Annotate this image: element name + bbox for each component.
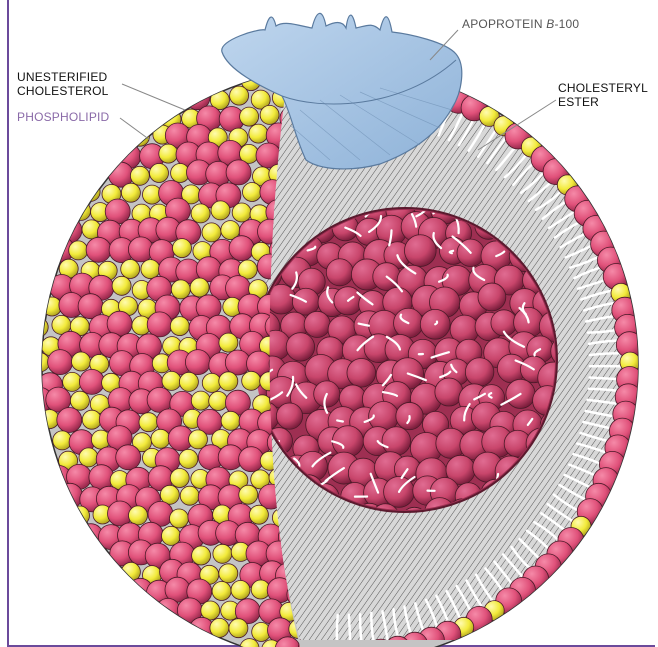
phospholipid-head [48, 350, 73, 375]
cholesterol-molecule [219, 333, 238, 352]
cholesterol-molecule [240, 107, 259, 126]
cholesterol-molecule [170, 469, 189, 488]
phospholipid-head [147, 312, 172, 337]
cholesterol-molecule [173, 239, 192, 258]
cholesterol-molecule [171, 280, 190, 299]
cholesterol-molecule [209, 392, 228, 411]
cholesterol-molecule [190, 278, 209, 297]
cholesterol-molecule [179, 372, 198, 391]
cholesterol-molecule [162, 371, 181, 390]
cholesterol-molecule [170, 317, 189, 336]
ester-molecule [404, 235, 436, 267]
cholesterol-molecule [112, 276, 131, 295]
ester-molecule [304, 311, 330, 337]
cholesterol-molecule [221, 411, 240, 430]
cholesterol-molecule [211, 201, 230, 220]
cholesterol-molecule [202, 373, 221, 392]
cholesterol-molecule [229, 619, 248, 638]
unesterified-cholesterol-label: UNESTERIFIED CHOLESTEROL [17, 70, 109, 98]
cholesterol-molecule [239, 485, 258, 504]
cholesterol-molecule [69, 241, 88, 260]
cholesterol-molecule [141, 260, 160, 279]
cholesterol-molecule [159, 144, 178, 163]
cholesterol-molecule [213, 544, 232, 563]
apoprotein-label: APOPROTEIN B-100 [462, 17, 579, 31]
cholesterol-molecule [249, 124, 268, 143]
phospholipid-label: PHOSPHOLIPID [17, 110, 109, 124]
phospholipid-head [239, 447, 264, 472]
phospholipid-head [58, 483, 83, 508]
cholesterol-molecule [249, 505, 268, 524]
cholesterol-molecule [40, 410, 59, 429]
cholesterol-molecule [129, 506, 148, 525]
ester-molecule [332, 426, 363, 457]
cholesterol-molecule [232, 203, 251, 222]
ester-molecule [276, 403, 302, 429]
phospholipid-head [185, 350, 210, 375]
cholesterol-molecule [82, 410, 101, 429]
ester-molecule [465, 358, 494, 387]
cholesterol-molecule [63, 372, 82, 391]
cholesterol-molecule [170, 509, 189, 528]
cholesterol-molecule [260, 105, 279, 124]
phospholipid-head [57, 408, 82, 433]
cholesterol-molecule [72, 352, 91, 371]
phospholipid-head [79, 369, 104, 394]
cholesterol-molecule [121, 260, 140, 279]
ester-molecule [382, 427, 411, 456]
cholesterol-molecule [180, 486, 199, 505]
cholesteryl-ester-label: CHOLESTERYL ESTER [558, 81, 648, 109]
cholesterol-molecule [219, 564, 238, 583]
cholesterol-molecule [139, 413, 158, 432]
cholesterol-molecule [72, 201, 91, 220]
cholesterol-molecule [202, 223, 221, 242]
phospholipid-head [116, 445, 141, 470]
phospholipid-head [226, 160, 251, 185]
ester-molecule [478, 283, 506, 311]
cholesterol-molecule [242, 371, 261, 390]
cholesterol-molecule [191, 391, 210, 410]
ester-molecule [347, 358, 376, 387]
cholesterol-molecule [31, 353, 50, 372]
cholesterol-molecule [192, 546, 211, 565]
cholesterol-molecule [231, 581, 250, 600]
cholesterol-molecule [79, 448, 98, 467]
cholesterol-molecule [243, 183, 262, 202]
phospholipid-head [86, 237, 111, 262]
cholesterol-molecule [219, 372, 238, 391]
ester-tail [450, 251, 453, 253]
cholesterol-molecule [179, 449, 198, 468]
phospholipid-head [229, 236, 254, 261]
cholesterol-molecule [151, 429, 170, 448]
cholesterol-molecule [191, 204, 210, 223]
cholesterol-molecule [230, 86, 249, 105]
cholesterol-molecule [70, 391, 89, 410]
ester-molecule [286, 333, 314, 361]
cholesterol-molecule [121, 183, 140, 202]
cholesterol-molecule [150, 164, 169, 183]
cholesterol-molecule [212, 582, 231, 601]
cholesterol-molecule [130, 166, 149, 185]
ester-molecule [326, 259, 353, 286]
cholesterol-molecule [29, 318, 48, 337]
ester-tail [337, 420, 343, 421]
